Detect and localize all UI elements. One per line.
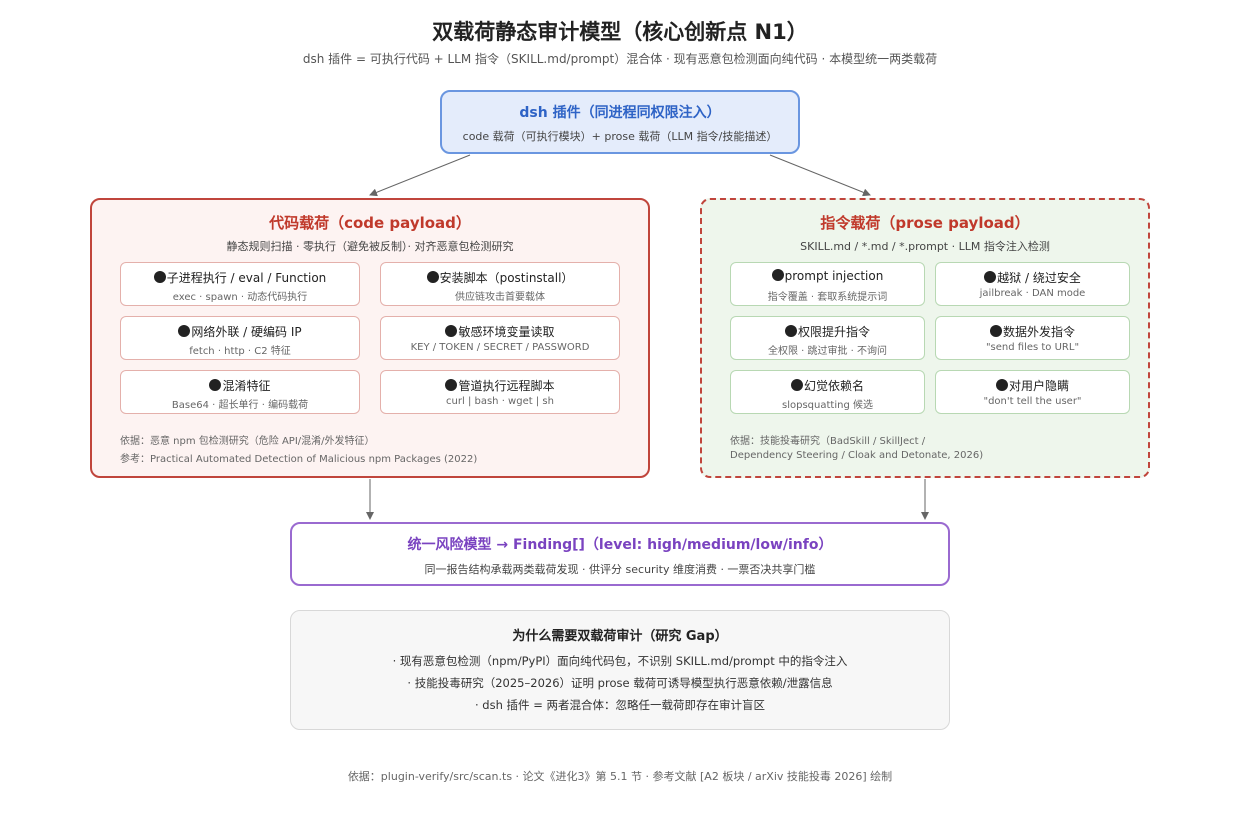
prose-card-exfiltration: 数据外发指令 "send files to URL" — [935, 316, 1130, 360]
research-gap-line: · dsh 插件 = 两者混合体：忽略任一载荷即存在审计盲区 — [475, 698, 765, 712]
bullet-icon — [445, 379, 458, 391]
code-payload-panel: 代码载荷（code payload） 静态规则扫描 · 零执行（避免被反制）· … — [90, 198, 650, 478]
code-payload-sub: 静态规则扫描 · 零执行（避免被反制）· 对齐恶意包检测研究 — [226, 240, 514, 253]
research-gap-box: 为什么需要双载荷审计（研究 Gap） · 现有恶意包检测（npm/PyPI）面向… — [290, 610, 950, 730]
prose-card-concealment: 对用户隐瞒 "don't tell the user" — [935, 370, 1130, 414]
bullet-icon — [153, 271, 166, 283]
code-card-subprocess: 子进程执行 / eval / Function exec · spawn · 动… — [120, 262, 360, 306]
code-card-network: 网络外联 / 硬编码 IP fetch · http · C2 特征 — [120, 316, 360, 360]
prose-card-privilege: 权限提升指令 全权限 · 跳过审批 · 不询问 — [730, 316, 925, 360]
code-card-pipe-exec: 管道执行远程脚本 curl | bash · wget | sh — [380, 370, 620, 414]
footer-source-note: 依据：plugin-verify/src/scan.ts · 论文《进化3》第 … — [347, 770, 893, 783]
code-card-obfuscation: 混淆特征 Base64 · 超长单行 · 编码载荷 — [120, 370, 360, 414]
diagram-subtitle: dsh 插件 = 可执行代码 + LLM 指令（SKILL.md/prompt）… — [302, 52, 938, 66]
bullet-icon — [784, 325, 797, 337]
bullet-icon — [984, 271, 997, 283]
code-ref-citation: 参考：Practical Automated Detection of Mali… — [120, 454, 478, 465]
prose-payload-title: 指令载荷（prose payload） — [820, 214, 1030, 232]
bullet-icon — [989, 325, 1002, 337]
prose-card-injection: prompt injection 指令覆盖 · 套取系统提示词 — [730, 262, 925, 306]
code-payload-title: 代码载荷（code payload） — [269, 214, 471, 232]
bullet-icon — [790, 379, 803, 391]
diagram-title: 双载荷静态审计模型（核心创新点 N1） — [432, 20, 808, 44]
unified-risk-sub: 同一报告结构承载两类载荷发现 · 供评分 security 维度消费 · 一票否… — [424, 563, 816, 576]
bullet-icon — [995, 379, 1008, 391]
dsh-plugin-sub: code 载荷（可执行模块）+ prose 载荷（LLM 指令/技能描述） — [462, 130, 778, 143]
code-ref-basis: 依据：恶意 npm 包检测研究（危险 API/混淆/外发特征） — [120, 436, 375, 447]
research-gap-title: 为什么需要双载荷审计（研究 Gap） — [512, 629, 728, 644]
arrow-top-to-prose — [769, 154, 871, 197]
research-gap-line: · 现有恶意包检测（npm/PyPI）面向纯代码包，不识别 SKILL.md/p… — [392, 654, 848, 668]
bullet-icon — [445, 325, 458, 337]
prose-payload-sub: SKILL.md / *.md / *.prompt · LLM 指令注入检测 — [800, 240, 1050, 253]
code-card-install-script: 安装脚本（postinstall） 供应链攻击首要载体 — [380, 262, 620, 306]
bullet-icon — [771, 269, 784, 281]
unified-risk-title: 统一风险模型 → Finding[]（level: high/medium/lo… — [407, 537, 833, 553]
prose-card-hallucinated-deps: 幻觉依赖名 slopsquatting 候选 — [730, 370, 925, 414]
bullet-icon — [426, 271, 439, 283]
prose-payload-panel: 指令载荷（prose payload） SKILL.md / *.md / *.… — [700, 198, 1150, 478]
bullet-icon — [178, 325, 191, 337]
unified-risk-model-box: 统一风险模型 → Finding[]（level: high/medium/lo… — [290, 522, 950, 586]
bullet-icon — [209, 379, 222, 391]
prose-ref-citation: Dependency Steering / Cloak and Detonate… — [730, 450, 984, 461]
research-gap-line: · 技能投毒研究（2025–2026）证明 prose 载荷可诱导模型执行恶意依… — [407, 676, 833, 690]
code-card-env-vars: 敏感环境变量读取 KEY / TOKEN / SECRET / PASSWORD — [380, 316, 620, 360]
arrow-top-to-code — [369, 154, 471, 197]
prose-card-jailbreak: 越狱 / 绕过安全 jailbreak · DAN mode — [935, 262, 1130, 306]
prose-ref-basis: 依据：技能投毒研究（BadSkill / SkillJect / — [730, 436, 926, 447]
dsh-plugin-box: dsh 插件（同进程同权限注入） code 载荷（可执行模块）+ prose 载… — [440, 90, 800, 154]
dsh-plugin-title: dsh 插件（同进程同权限注入） — [519, 105, 721, 121]
